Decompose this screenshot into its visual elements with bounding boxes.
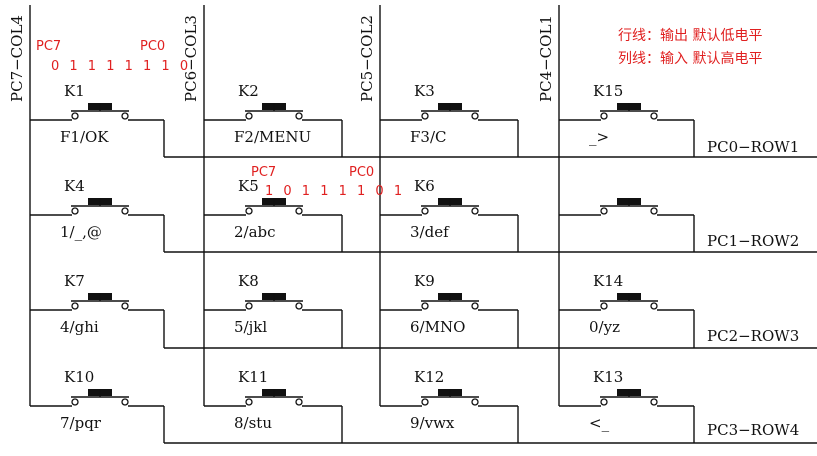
key-label: F3/C [410,128,446,146]
legend-row-lines: 行线：输出 默认低电平 [618,28,762,44]
row-label-row4: PC3−ROW4 [707,421,799,439]
terminal-left [421,302,429,310]
key-switch-r4c1: K10 7/pqr [30,368,165,443]
key-name: K2 [238,82,259,100]
key-name: K6 [414,177,435,195]
key-label: 3/def [410,223,450,241]
terminal-left [600,207,608,215]
column-label-col2: PC5−COL2 [358,15,376,102]
key-switch-r4c3: K12 9/vwx [380,368,519,443]
annotation-top-pc7: PC7 [36,39,61,54]
column-label-col3: PC6−COL3 [182,15,200,102]
key-switch-r2c3: K6 3/def [380,177,519,252]
key-name: K7 [64,272,85,290]
column-label-col1: PC4−COL1 [537,15,555,102]
key-label: 5/jkl [234,318,267,336]
row-label-row2: PC1−ROW2 [707,232,799,250]
key-name: K1 [64,82,85,100]
key-switch-r2c2: K5 2/abc [204,177,343,252]
terminal-left [600,398,608,406]
key-name: K5 [238,177,259,195]
terminal-right [650,112,658,120]
key-label: <_ [589,414,610,432]
terminal-left [245,398,253,406]
legend-column-lines: 列线：输入 默认高电平 [618,50,762,67]
key-name: K11 [238,368,268,386]
terminal-right [471,112,479,120]
row-label-row3: PC2−ROW3 [707,327,799,345]
annotation-mid-bits: 1 0 1 1 1 1 0 1 [265,184,405,199]
terminal-right [121,112,129,120]
terminal-right [121,302,129,310]
key-switch-r4c2: K11 8/stu [204,368,343,443]
terminal-right [471,398,479,406]
key-label: 4/ghi [60,318,99,336]
key-name: K14 [593,272,623,290]
key-name: K13 [593,368,623,386]
key-label: F2/MENU [234,128,311,146]
terminal-left [245,207,253,215]
key-label: 0/yz [589,318,620,336]
terminal-right [295,398,303,406]
terminal-left [71,398,79,406]
key-name: K10 [64,368,94,386]
key-name: K9 [414,272,435,290]
key-label: _> [589,128,609,146]
key-name: K15 [593,82,623,100]
key-switch-r2c1: K4 1/_,@ [30,177,165,252]
terminal-left [71,302,79,310]
terminal-left [421,207,429,215]
terminal-left [245,302,253,310]
key-name: K12 [414,368,444,386]
key-switch-r3c2: K8 5/jkl [204,272,343,348]
terminal-right [471,207,479,215]
key-label: 1/_,@ [60,223,102,241]
key-name: K3 [414,82,435,100]
terminal-left [600,302,608,310]
annotation-mid-pc7: PC7 [251,165,276,180]
key-name: K4 [64,177,85,195]
key-label: F1/OK [60,128,109,146]
annotation-top-pc0: PC0 [140,39,165,54]
key-switch-r1c4: K15 _> [559,82,695,157]
terminal-right [295,302,303,310]
key-switch-r2c4 [559,198,695,252]
key-switch-r3c4: K14 0/yz [559,272,695,348]
terminal-right [650,302,658,310]
terminal-left [421,112,429,120]
terminal-right [650,207,658,215]
terminal-left [71,112,79,120]
terminal-left [245,112,253,120]
key-switch-r4c4: K13 <_ [559,368,695,443]
annotation-mid-pc0: PC0 [349,165,374,180]
terminal-left [600,112,608,120]
key-label: 9/vwx [410,414,455,432]
terminal-right [121,207,129,215]
terminal-left [421,398,429,406]
key-label: 8/stu [234,414,272,432]
key-label: 7/pqr [60,414,102,432]
terminal-right [295,112,303,120]
terminal-left [71,207,79,215]
key-label: 2/abc [234,223,276,241]
key-switch-r3c3: K9 6/MNO [380,272,519,348]
row-label-row1: PC0−ROW1 [707,138,799,156]
terminal-right [121,398,129,406]
key-switch-r3c1: K7 4/ghi [30,272,165,348]
key-label: 6/MNO [410,318,465,336]
terminal-right [471,302,479,310]
annotation-top-bits: 0 1 1 1 1 1 1 0 [51,59,191,74]
terminal-right [295,207,303,215]
key-name: K8 [238,272,259,290]
wiring [29,5,817,444]
terminal-right [650,398,658,406]
column-label-col4: PC7−COL4 [8,15,26,102]
